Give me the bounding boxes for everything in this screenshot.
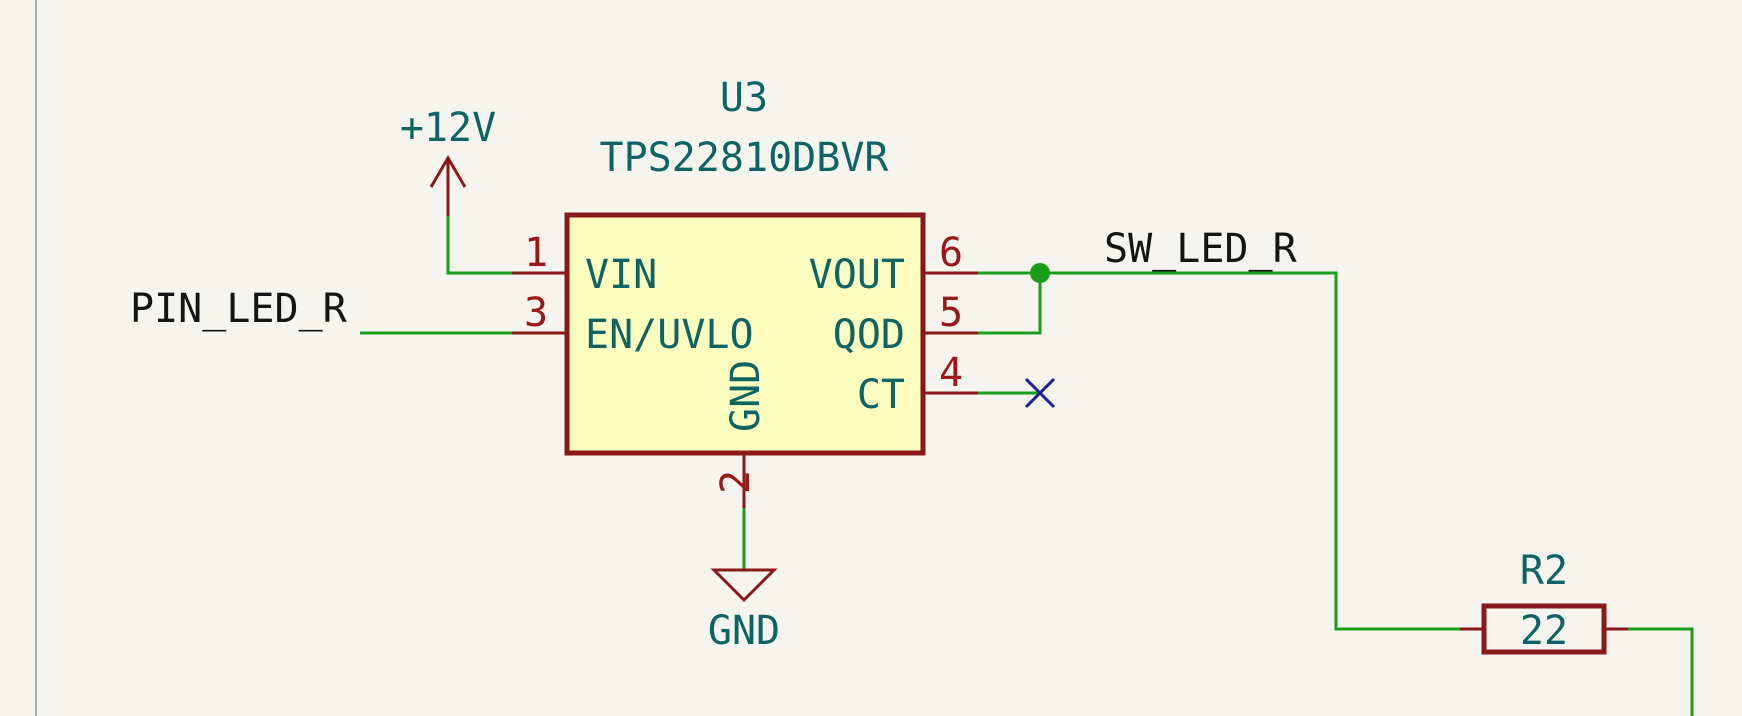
net-label-pin-led-r[interactable]: PIN_LED_R bbox=[130, 286, 348, 332]
pin-name-qod: QOD bbox=[833, 312, 905, 358]
gnd-label: GND bbox=[708, 608, 780, 654]
pin-number-6: 6 bbox=[939, 230, 963, 276]
power-12v-label: +12V bbox=[400, 105, 496, 151]
pin-number-4: 4 bbox=[939, 350, 963, 396]
r2-body bbox=[1481, 603, 1607, 655]
wire-r2-out[interactable] bbox=[1628, 627, 1694, 716]
pin-name-vout: VOUT bbox=[809, 252, 905, 298]
u3-body bbox=[564, 212, 926, 456]
wire-12v-to-vin[interactable] bbox=[446, 216, 512, 275]
r2-reference: R2 bbox=[1520, 548, 1568, 594]
r2-symbol[interactable]: R2 22 bbox=[1460, 548, 1628, 655]
u3-symbol[interactable]: 1 3 6 5 4 2 VIN EN/UVLO VOUT QOD CT GND … bbox=[512, 75, 978, 508]
wire-qod[interactable] bbox=[978, 273, 1042, 335]
r2-value: 22 bbox=[1520, 608, 1568, 654]
pin-number-5: 5 bbox=[939, 290, 963, 336]
pin-number-1: 1 bbox=[524, 230, 548, 276]
gnd-symbol[interactable]: GND bbox=[708, 568, 780, 654]
wire-sw-led-r[interactable] bbox=[1040, 271, 1460, 631]
pin-name-gnd: GND bbox=[723, 360, 769, 432]
junction-dot bbox=[1030, 263, 1050, 283]
wires bbox=[360, 216, 1694, 716]
pin-name-ct: CT bbox=[857, 372, 905, 418]
pin-number-2: 2 bbox=[713, 470, 759, 494]
u3-value: TPS22810DBVR bbox=[600, 135, 890, 181]
net-label-sw-led-r[interactable]: SW_LED_R bbox=[1104, 226, 1298, 272]
power-12v-symbol[interactable]: +12V bbox=[400, 105, 496, 216]
pin-name-en-uvlo: EN/UVLO bbox=[585, 312, 754, 358]
no-connect-icon bbox=[1024, 377, 1056, 409]
pin-name-vin: VIN bbox=[585, 252, 657, 298]
u3-reference: U3 bbox=[720, 75, 768, 121]
pin-number-3: 3 bbox=[524, 290, 548, 336]
